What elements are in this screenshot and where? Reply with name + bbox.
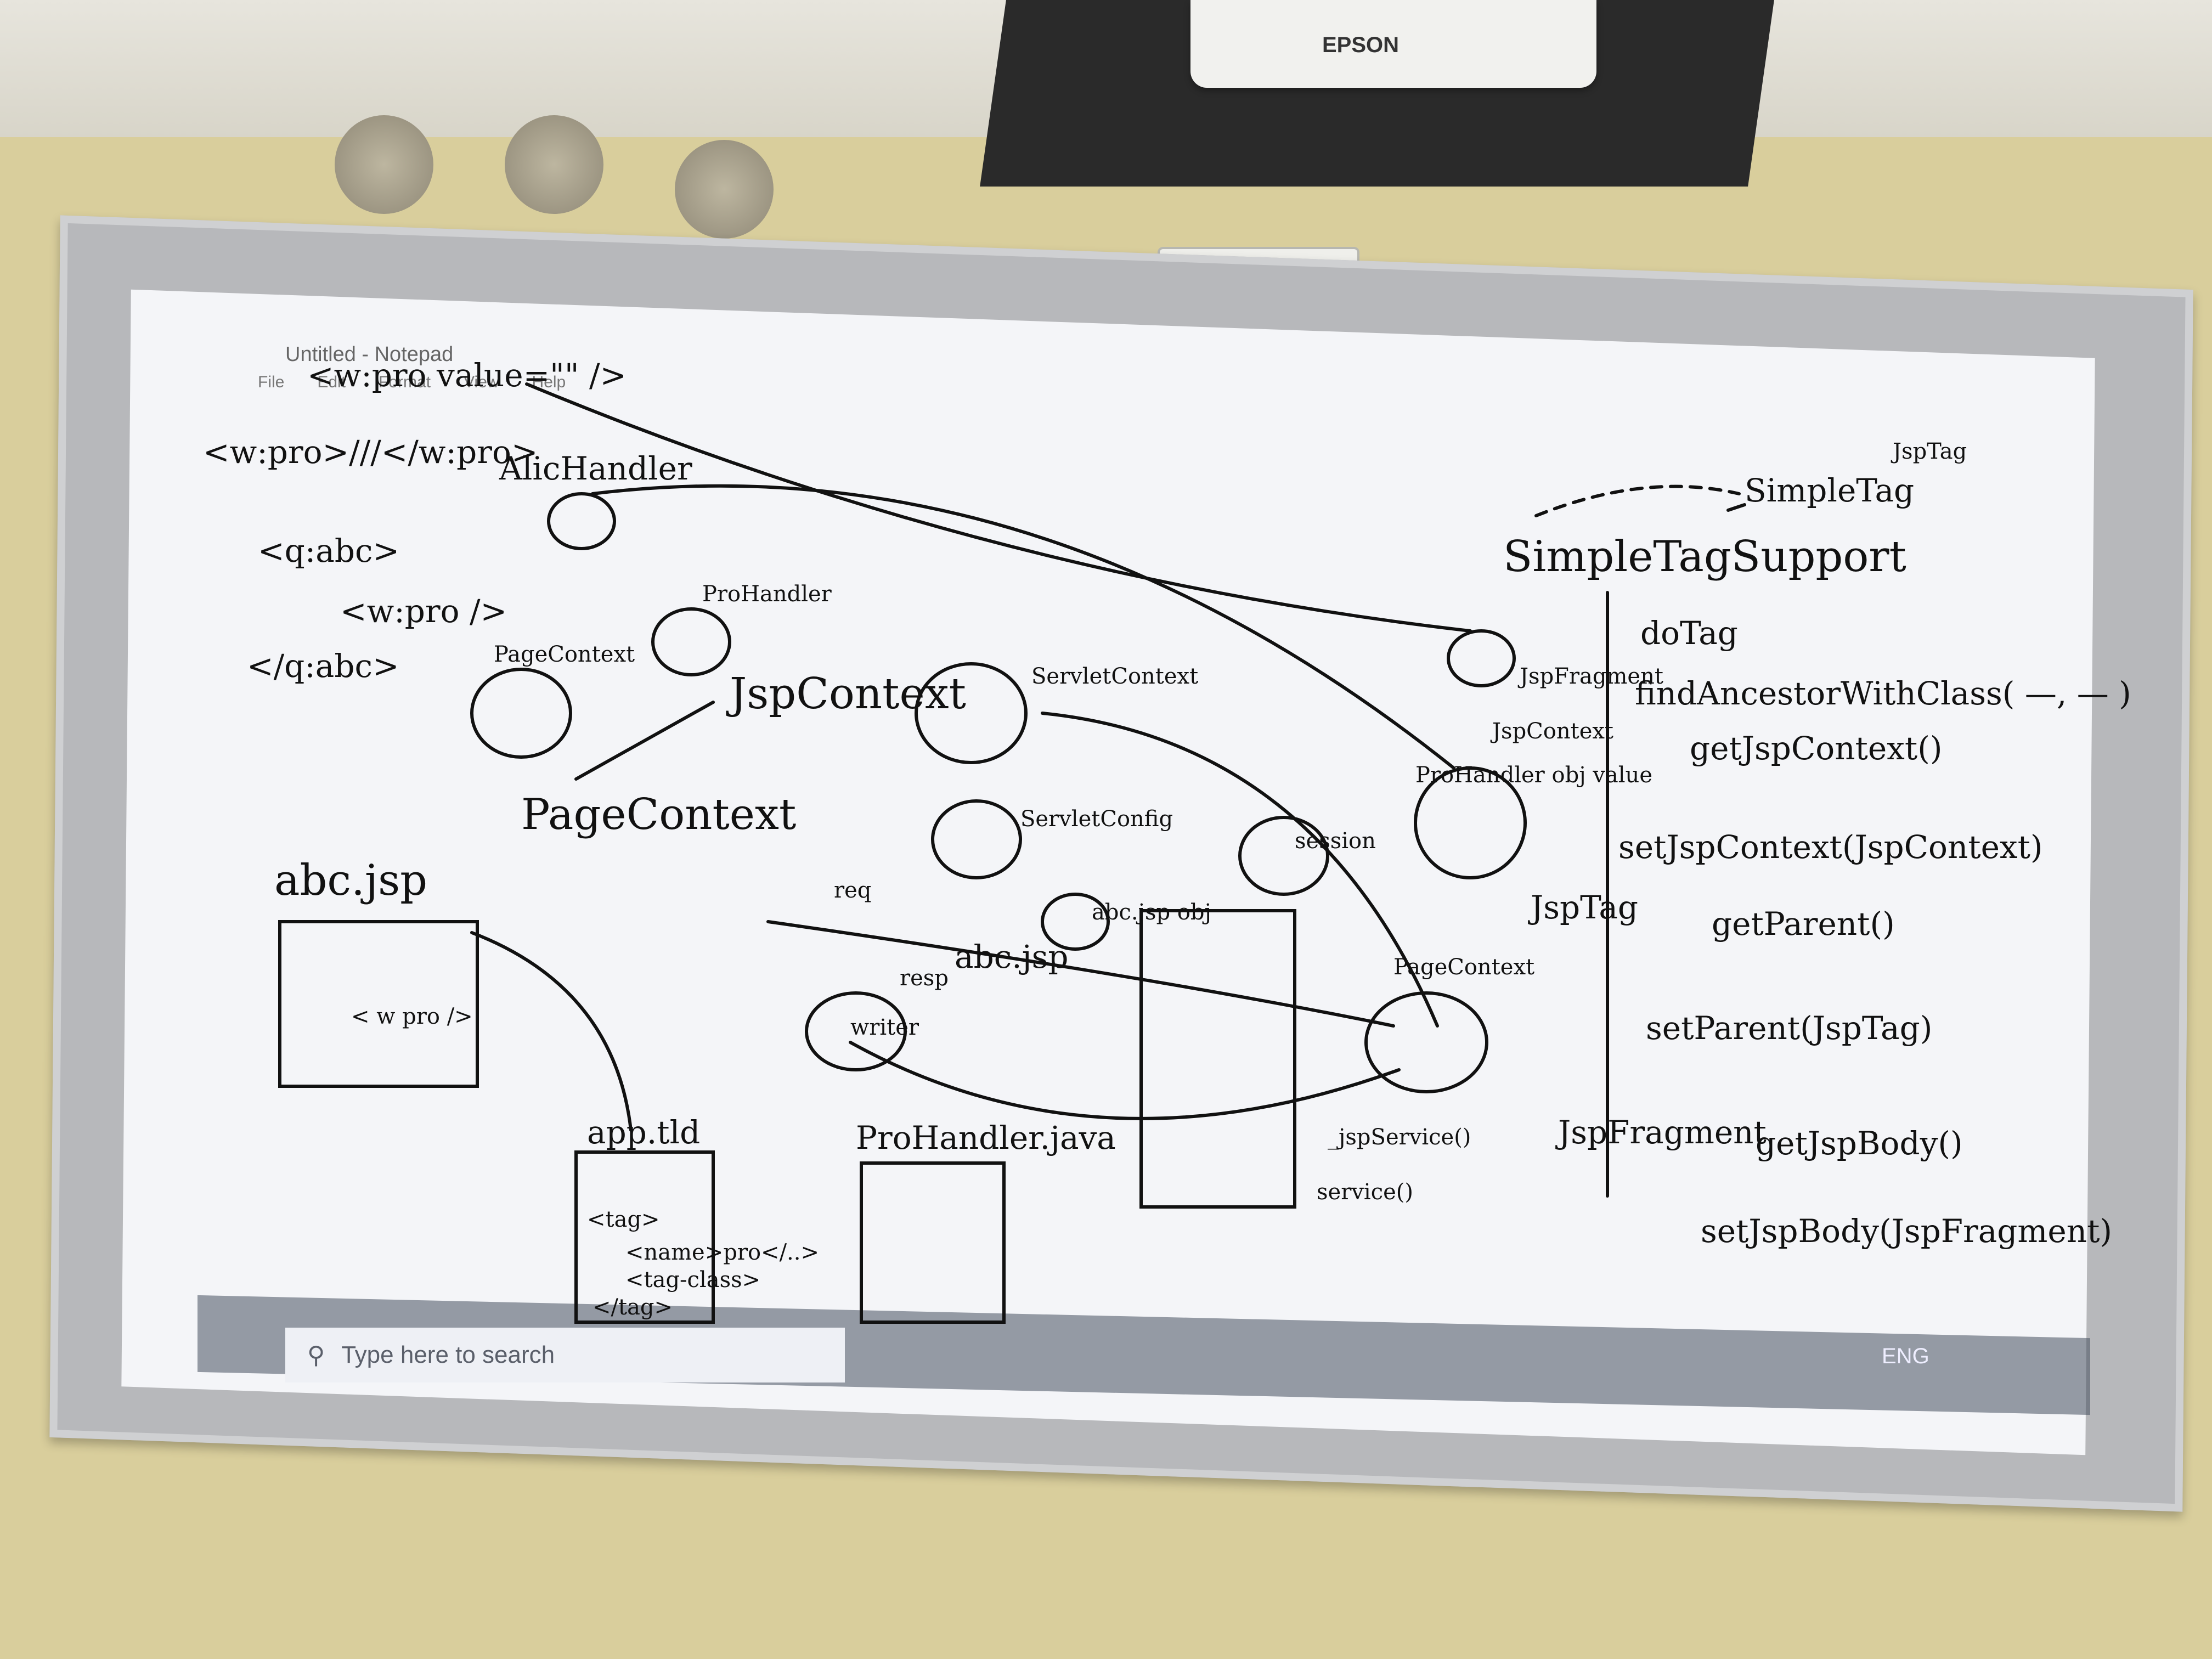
object-circle <box>1041 893 1110 951</box>
note-middle: PageContext <box>1393 955 1535 980</box>
connector-line <box>1534 484 1741 517</box>
note-left: AlicHandler <box>499 450 692 487</box>
note-right: getJspBody() <box>1756 1125 1963 1162</box>
connector-line <box>849 1041 1401 1120</box>
notepad-menu: File Edit Format View Help <box>258 373 566 392</box>
note-right: JspContext <box>1492 719 1613 744</box>
note-left: <w:pro /> <box>340 592 507 630</box>
search-icon: ⚲ <box>307 1341 325 1369</box>
note-left: PageContext <box>494 642 635 667</box>
note-middle: ServletConfig <box>1020 806 1173 832</box>
note-right: SimpleTagSupport <box>1503 532 1906 582</box>
connector-line <box>470 931 633 1132</box>
note-left: ProHandler <box>702 582 832 607</box>
java-file-box <box>860 1161 1006 1324</box>
note-right: SimpleTag <box>1745 472 1915 509</box>
object-circle <box>931 799 1022 879</box>
object-circle <box>651 607 731 676</box>
menu-view[interactable]: View <box>464 373 499 391</box>
object-circle <box>1238 816 1329 896</box>
note-left: <name>pro</..> <box>625 1240 819 1265</box>
connector-line <box>525 382 1472 633</box>
search-placeholder: Type here to search <box>341 1341 555 1368</box>
taskbar-search[interactable]: ⚲ Type here to search <box>285 1328 845 1383</box>
note-right: setJspContext(JspContext) <box>1618 828 2043 866</box>
ceiling-speaker <box>335 115 433 214</box>
note-right: JspFragment <box>1558 1114 1767 1151</box>
projector <box>1190 0 1596 88</box>
menu-format[interactable]: Format <box>379 373 431 391</box>
object-circle <box>547 492 616 550</box>
connector-line <box>591 484 1455 770</box>
note-middle: _jspService() <box>1328 1125 1471 1150</box>
note-right: findAncestorWithClass( —, — ) <box>1635 675 2131 712</box>
note-left: <tag> <box>587 1207 660 1232</box>
object-circle <box>805 991 907 1071</box>
object-circle <box>470 668 572 759</box>
object-circle <box>1414 766 1527 879</box>
connector-line <box>766 920 1395 1028</box>
menu-file[interactable]: File <box>258 373 285 391</box>
note-right: getJspContext() <box>1690 730 1943 767</box>
note-middle: ProHandler obj value <box>1415 763 1652 788</box>
note-right: setParent(JspTag) <box>1646 1009 1933 1047</box>
note-left: app.tld <box>587 1114 701 1151</box>
note-left: ProHandler.java <box>856 1119 1116 1156</box>
notepad-title: Untitled - Notepad <box>285 343 454 366</box>
ceiling-speaker <box>675 140 774 239</box>
note-left: < w pro /> <box>351 1004 473 1029</box>
tld-file-box <box>574 1150 715 1324</box>
note-left: </q:abc> <box>247 647 399 685</box>
note-right: getParent() <box>1712 905 1895 943</box>
note-left: </tag> <box>592 1295 673 1320</box>
note-right: setJspBody(JspFragment) <box>1701 1212 2113 1250</box>
menu-edit[interactable]: Edit <box>317 373 346 391</box>
note-middle: writer <box>850 1015 919 1040</box>
projector-brand: EPSON <box>1322 33 1400 57</box>
language-indicator: ENG <box>1882 1344 1929 1368</box>
connector-line <box>1726 503 1746 512</box>
note-right: JspTag <box>1893 439 1967 464</box>
note-middle: req <box>834 878 872 903</box>
note-left: JspContext <box>730 669 966 719</box>
note-left: abc.jsp <box>274 856 428 905</box>
note-right: JspTag <box>1531 889 1639 926</box>
ceiling-speaker <box>505 115 603 214</box>
note-left: <w:pro>///</w:pro> <box>203 433 538 471</box>
connector-line <box>574 701 715 781</box>
object-circle <box>915 662 1028 764</box>
note-left: <q:abc> <box>258 532 400 569</box>
note-middle: ServletContext <box>1031 664 1199 689</box>
jsp-file-box <box>278 920 479 1088</box>
note-left: PageContext <box>521 790 797 839</box>
connector-line <box>1041 712 1439 1028</box>
object-circle <box>1447 629 1516 687</box>
note-middle: resp <box>900 966 949 991</box>
note-middle: JspFragment <box>1520 664 1663 689</box>
note-left: <w:pro value="" /> <box>307 357 627 394</box>
servlet-box <box>1139 909 1296 1209</box>
object-circle <box>1364 991 1488 1093</box>
note-left: <tag-class> <box>625 1267 761 1293</box>
note-middle: service() <box>1317 1180 1413 1205</box>
note-right: doTag <box>1640 614 1738 652</box>
